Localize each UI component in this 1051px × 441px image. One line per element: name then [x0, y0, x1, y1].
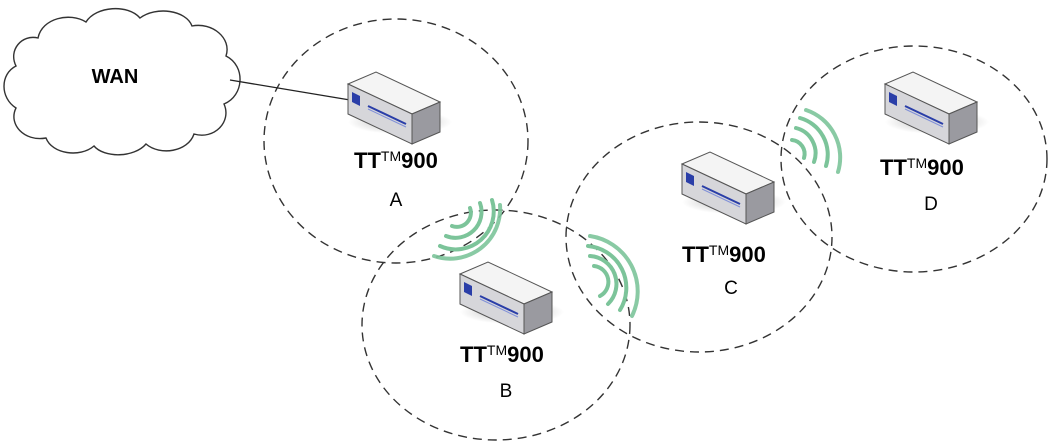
node-d: TTTM900 D	[880, 72, 989, 215]
wan-link-line	[230, 80, 350, 100]
node-b-model: TTTM900	[460, 342, 544, 367]
node-b-letter: B	[500, 381, 513, 402]
node-b: TTTM900 B	[460, 262, 564, 402]
router-box-icon	[460, 262, 564, 334]
node-a-letter: A	[390, 190, 403, 211]
router-box-icon	[885, 72, 989, 144]
wan-cloud: WAN	[4, 9, 240, 155]
router-box-icon	[682, 152, 786, 224]
router-box-icon	[348, 72, 452, 144]
node-d-model: TTTM900	[880, 155, 964, 180]
node-c-letter: C	[724, 278, 738, 299]
node-c: TTTM900 C	[682, 152, 786, 299]
wan-label: WAN	[92, 66, 139, 88]
node-a-model: TTTM900	[354, 148, 438, 173]
coverage-range-a	[264, 19, 528, 263]
node-a: TTTM900 A	[348, 72, 452, 211]
wireless-signal-b-c	[588, 236, 638, 316]
node-c-model: TTTM900	[682, 242, 766, 267]
node-d-letter: D	[924, 194, 938, 215]
wireless-signal-c-d	[792, 110, 840, 172]
wireless-signal-a-b	[434, 200, 500, 259]
